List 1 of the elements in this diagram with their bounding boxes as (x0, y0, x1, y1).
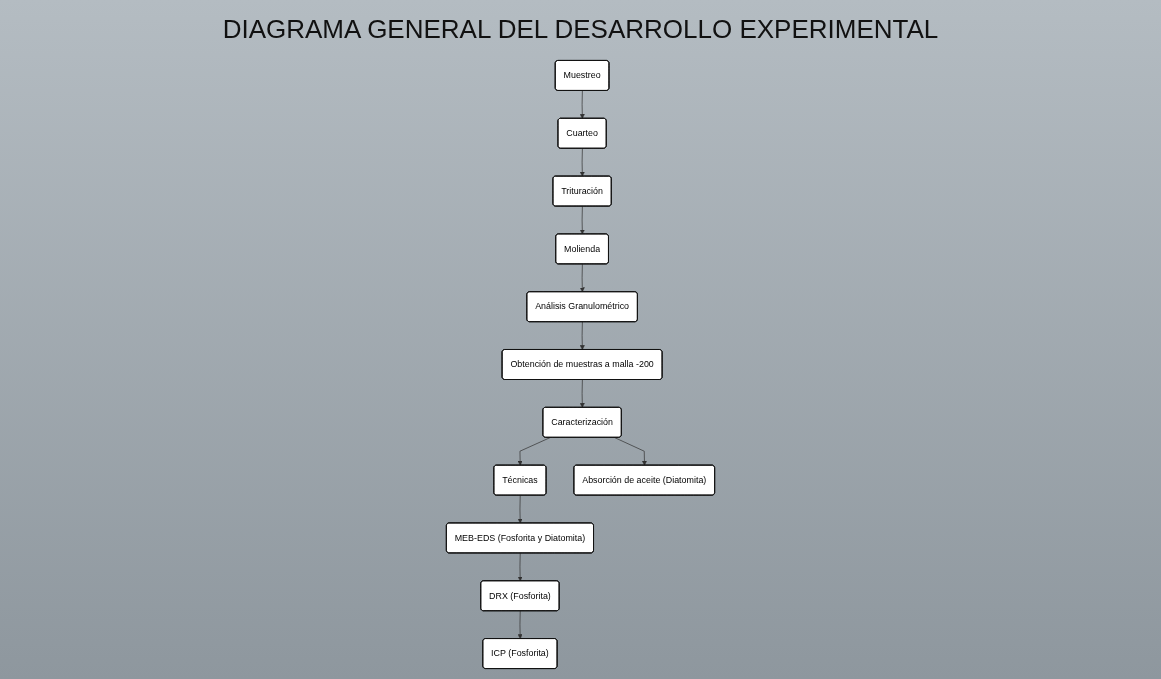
diagram-title: DIAGRAMA GENERAL DEL DESARROLLO EXPERIMENTAL (221, 13, 940, 46)
